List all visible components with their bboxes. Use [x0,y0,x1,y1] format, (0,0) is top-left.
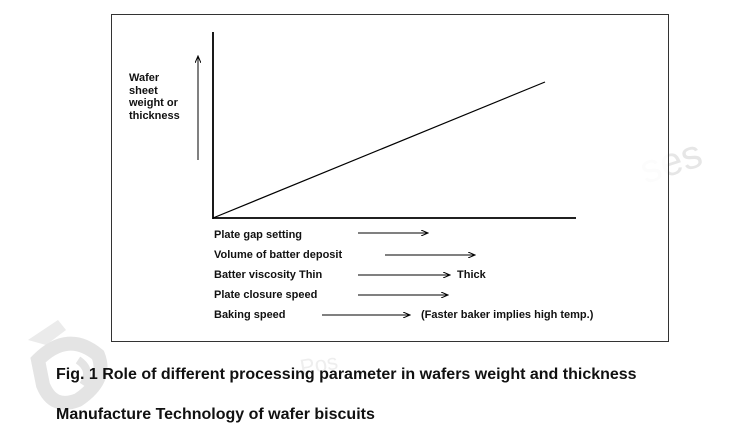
param-extra-baking: (Faster baker implies high temp.) [421,309,594,321]
y-axis-label-line: thickness [129,109,180,122]
param-label-closure: Plate closure speed [214,289,318,301]
trend-line [212,81,546,219]
param-label-volume: Volume of batter deposit [214,249,343,261]
figure-caption: Fig. 1 Role of different processing para… [56,366,637,383]
section-heading: Manufacture Technology of wafer biscuits [56,406,375,423]
watermark-logo [28,320,108,410]
figure-frame [111,14,669,342]
param-label-viscosity: Batter viscosity Thin [214,269,323,281]
param-label-plate-gap: Plate gap setting [214,229,303,241]
y-axis-label-line: weight or [129,97,178,109]
param-extra-viscosity: Thick [457,269,486,281]
y-axis-label: Wafer sheet weight or thickness [129,72,180,122]
param-label-baking: Baking speed [214,309,286,321]
y-axis-label-line: Wafer [129,72,160,84]
y-axis-label-line: sheet [129,84,158,97]
